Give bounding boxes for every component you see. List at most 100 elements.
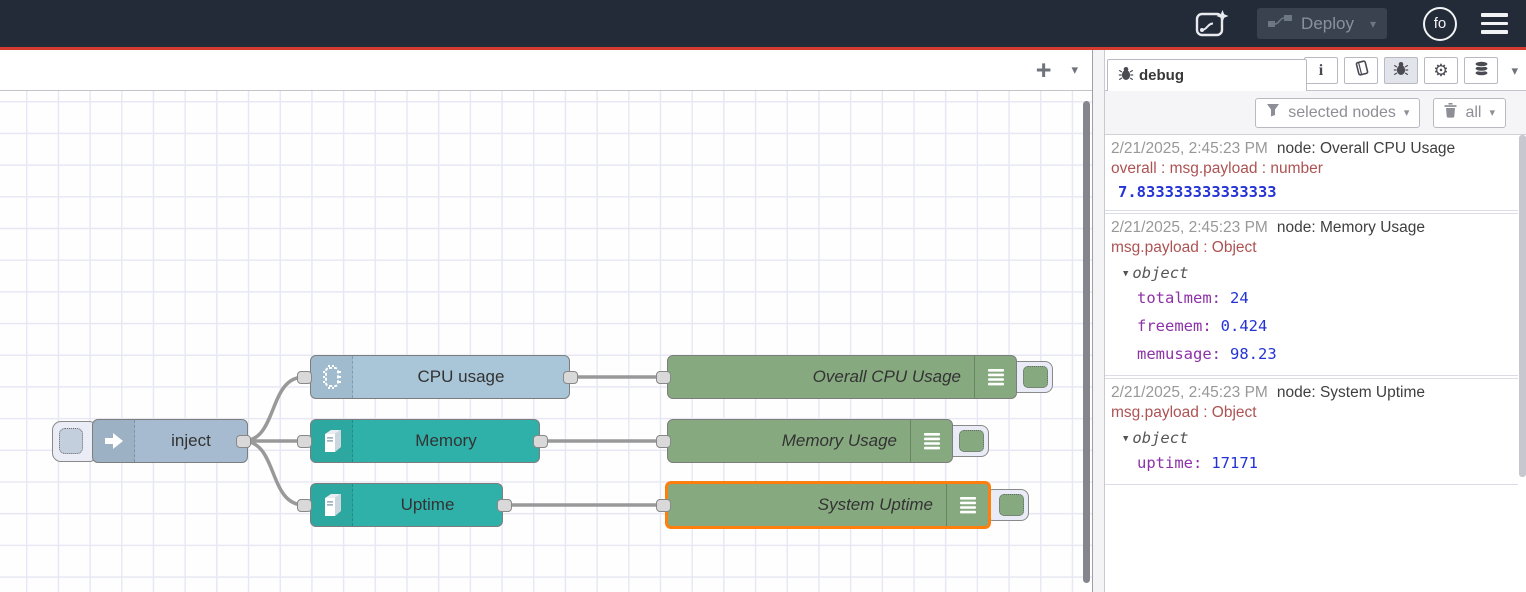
node-label: Memory Usage (781, 431, 897, 450)
node-inject[interactable]: inject (92, 419, 248, 463)
node-label: CPU usage (417, 367, 505, 386)
hamburger-menu-icon[interactable] (1481, 13, 1508, 34)
port-memory-in[interactable] (297, 435, 312, 448)
wire[interactable] (241, 439, 306, 507)
debug-message: 2/21/2025, 2:45:23 PM node: Overall CPU U… (1105, 135, 1518, 211)
field-value: 0.424 (1220, 317, 1268, 335)
sidebar-menu-caret-icon[interactable]: ▾ (1511, 63, 1518, 78)
object-expander[interactable]: ▼object (1111, 423, 1514, 449)
field-key: uptime (1137, 454, 1202, 472)
gear-icon: ⚙ (1433, 61, 1449, 80)
tab-debug-label: debug (1139, 67, 1184, 84)
debug-filter-button[interactable]: selected nodes ▾ (1255, 97, 1421, 128)
deploy-caret-icon[interactable]: ▾ (1369, 16, 1376, 31)
sidebar-vertical-scrollbar[interactable] (1519, 135, 1526, 477)
debug-list-icon (910, 420, 952, 462)
field-value: 17171 (1211, 454, 1259, 472)
tab-debug[interactable]: debug (1107, 59, 1307, 91)
deploy-label: Deploy (1301, 13, 1354, 33)
wire-layer (241, 375, 665, 507)
message-node-name[interactable]: node: System Uptime (1276, 384, 1426, 401)
port-cpu-in[interactable] (297, 371, 312, 384)
info-icon: i (1318, 61, 1324, 79)
port-memory-out[interactable] (533, 435, 548, 448)
port-inject-out[interactable] (236, 435, 251, 448)
collapse-caret-icon[interactable]: ▼ (1123, 269, 1129, 279)
library-tab-button[interactable] (1344, 57, 1378, 84)
object-label: object (1132, 429, 1189, 447)
sidebar-tab-bar: debug i (1105, 50, 1526, 91)
debug-sidebar: debug i (1105, 50, 1526, 592)
port-overall-in[interactable] (656, 371, 671, 384)
message-property-path: msg.payload : Object (1111, 239, 1257, 256)
clear-caret-icon: ▾ (1489, 107, 1495, 119)
trash-icon (1444, 102, 1457, 123)
wire[interactable] (241, 375, 306, 443)
message-node-name[interactable]: node: Overall CPU Usage (1276, 140, 1456, 157)
info-tab-button[interactable]: i (1304, 57, 1338, 84)
deploy-nodes-icon (1268, 14, 1293, 33)
filter-caret-icon: ▾ (1403, 107, 1410, 119)
header-bar: Deploy ▾ fo (0, 0, 1526, 47)
field-key: totalmem (1137, 289, 1221, 307)
node-memory[interactable]: Memory (310, 419, 540, 463)
computer-tower-icon (311, 420, 353, 462)
field-value: 24 (1230, 289, 1249, 307)
debug-tab-button[interactable] (1384, 57, 1418, 84)
add-flow-button[interactable]: + (1035, 54, 1052, 85)
deploy-button[interactable]: Deploy ▾ (1257, 8, 1387, 39)
debug-toggle-system-uptime[interactable] (985, 489, 1029, 521)
object-field: totalmem 24 (1111, 284, 1514, 312)
object-field: uptime 17171 (1111, 449, 1514, 477)
flow-canvas[interactable]: inject CPU usage (0, 91, 1092, 592)
inject-trigger-button-inner[interactable] (59, 428, 83, 454)
message-timestamp: 2/21/2025, 2:45:23 PM (1111, 140, 1268, 157)
clear-label: all (1465, 103, 1482, 121)
cpu-chip-icon (311, 356, 353, 398)
node-label: Memory (415, 431, 477, 450)
node-label: Uptime (400, 495, 455, 514)
debug-message-list: 2/21/2025, 2:45:23 PM node: Overall CPU U… (1105, 135, 1526, 592)
bug-icon (1118, 65, 1134, 86)
filter-label: selected nodes (1288, 103, 1396, 121)
node-uptime[interactable]: Uptime (310, 483, 503, 527)
flow-list-caret-icon[interactable]: ▾ (1071, 62, 1078, 77)
port-cpu-out[interactable] (563, 371, 578, 384)
object-field: freemem0.424 (1111, 312, 1514, 340)
debug-list-icon (974, 356, 1016, 398)
node-debug-system-uptime-selected[interactable]: System Uptime (665, 481, 991, 529)
sidebar-divider[interactable] (1092, 50, 1105, 592)
field-value: 98.23 (1230, 345, 1277, 363)
flow-sparkle-icon[interactable] (1195, 9, 1229, 39)
context-data-tab-button[interactable] (1464, 57, 1498, 84)
config-tab-button[interactable]: ⚙ (1424, 57, 1458, 84)
object-expander[interactable]: ▼object (1111, 258, 1514, 284)
debug-toolbar: selected nodes ▾ all ▾ (1105, 91, 1526, 135)
object-label: object (1132, 264, 1189, 282)
header-red-underline (0, 47, 1526, 50)
debug-list-icon (946, 484, 988, 526)
book-icon (1353, 59, 1370, 82)
computer-tower-icon (311, 484, 353, 526)
node-debug-memory-usage[interactable]: Memory Usage (667, 419, 953, 463)
port-uptime-out[interactable] (497, 499, 512, 512)
object-field: memusage98.23 (1111, 340, 1514, 368)
debug-clear-button[interactable]: all ▾ (1433, 97, 1506, 128)
workspace-column: + ▾ (0, 50, 1092, 592)
message-timestamp: 2/21/2025, 2:45:23 PM (1111, 219, 1268, 236)
sidebar-icon-buttons: i (1304, 57, 1498, 84)
port-system-uptime-in[interactable] (656, 499, 671, 512)
port-memory-usage-in[interactable] (656, 435, 671, 448)
flow-tab-bar: + ▾ (0, 50, 1092, 91)
node-debug-overall-cpu-usage[interactable]: Overall CPU Usage (667, 355, 1017, 399)
user-avatar[interactable]: fo (1423, 6, 1457, 41)
port-uptime-in[interactable] (297, 499, 312, 512)
canvas-vertical-scrollbar[interactable] (1083, 101, 1090, 583)
message-node-name[interactable]: node: Memory Usage (1276, 219, 1426, 236)
collapse-caret-icon[interactable]: ▼ (1123, 434, 1129, 444)
node-cpu-usage[interactable]: CPU usage (310, 355, 570, 399)
bug-icon (1393, 60, 1409, 81)
